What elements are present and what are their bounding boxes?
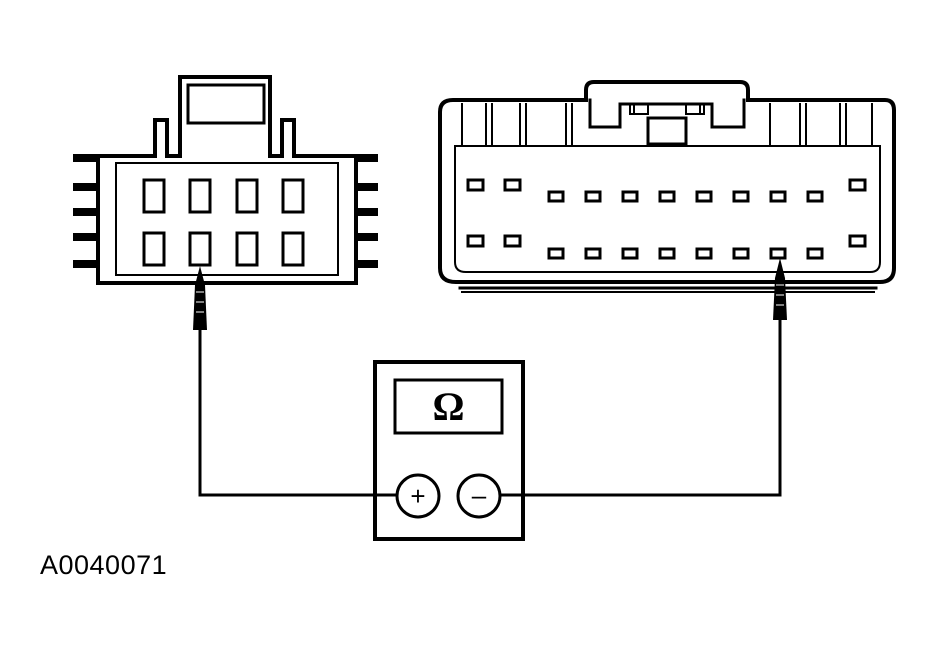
test-probe-icon	[193, 266, 207, 330]
pin-cavity	[732, 247, 750, 260]
pin-cavity	[584, 247, 602, 260]
pin-cavity	[621, 247, 639, 260]
pin-cavity	[547, 247, 565, 260]
negative-terminal-symbol: –	[472, 480, 487, 510]
pin-cavity	[142, 231, 166, 267]
pin-cavity	[235, 178, 259, 214]
pin-cavity	[658, 247, 676, 260]
pin-cavity	[695, 190, 713, 203]
pin-cavity	[503, 178, 522, 192]
pin-cavity	[466, 178, 485, 192]
pin-cavity	[281, 231, 305, 267]
pin-cavity	[503, 234, 522, 248]
positive-terminal	[395, 473, 441, 519]
pin-cavity	[658, 190, 676, 203]
pin-cavity	[235, 231, 259, 267]
pin-cavity	[281, 178, 305, 214]
pin-cavity	[806, 247, 824, 260]
small-connector-pins	[142, 178, 305, 267]
pin-cavity	[466, 234, 485, 248]
large-connector-pins	[466, 178, 867, 260]
large-connector-icon	[438, 80, 896, 293]
pin-cavity	[769, 190, 787, 203]
pin-cavity	[584, 190, 602, 203]
pin-cavity	[188, 178, 212, 214]
pin-cavity	[547, 190, 565, 203]
pin-cavity	[806, 190, 824, 203]
meter-display	[393, 378, 504, 435]
pin-cavity	[695, 247, 713, 260]
test-probe-icon	[773, 258, 787, 320]
pin-cavity	[732, 190, 750, 203]
figure-id: A0040071	[40, 550, 168, 580]
positive-terminal-symbol: +	[410, 481, 425, 511]
pin-cavity	[769, 247, 787, 260]
pin-cavity	[142, 178, 166, 214]
positive-test-lead	[193, 266, 398, 497]
pin-cavity	[188, 231, 212, 267]
negative-test-lead	[500, 258, 787, 497]
negative-terminal	[456, 473, 502, 519]
pin-cavity	[848, 178, 867, 192]
small-connector-icon	[73, 75, 378, 285]
meter-display-symbol: Ω	[432, 384, 464, 429]
pin-cavity	[848, 234, 867, 248]
pin-cavity	[621, 190, 639, 203]
ohmmeter-icon: Ω + –	[373, 360, 525, 541]
